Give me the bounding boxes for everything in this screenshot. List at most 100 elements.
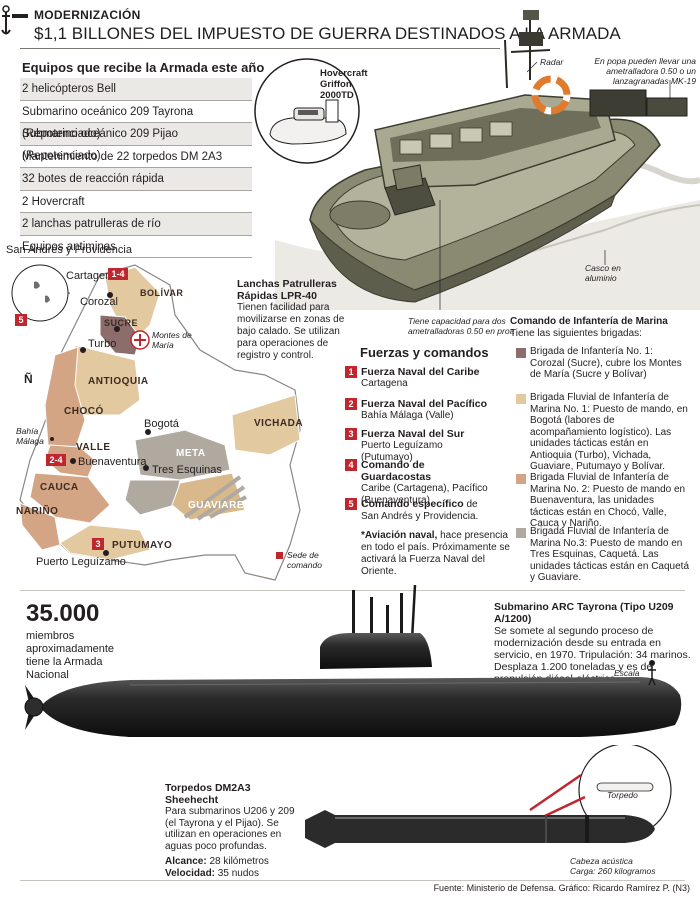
submarine-illustration xyxy=(24,585,682,737)
personnel-text: miembros aproximadamente tiene la Armada… xyxy=(26,630,115,681)
brigade-item: Brigada Fluvial de Infantería de Marina … xyxy=(516,472,690,530)
equipment-item: 2 helicópteros Bell xyxy=(20,78,252,101)
marker-1-4: 1-4 xyxy=(108,268,128,280)
fuerza-num: 5 xyxy=(345,498,357,510)
fuerza-name: Fuerza Naval del Caribe xyxy=(361,366,480,378)
fuerza-num: 2 xyxy=(345,398,357,410)
city-montes-maria: Montes de María xyxy=(152,330,192,350)
patrol-boat-illustration xyxy=(275,10,700,310)
city-tres-esquinas: Tres Esquinas xyxy=(152,464,222,476)
legend-swatch xyxy=(276,552,283,559)
brigade-item: Brigada Fluvial de Infantería de Marina … xyxy=(516,392,690,473)
dept-guaviare: GUAVIARE xyxy=(188,500,245,511)
hovercraft-label-line1: Hovercraft xyxy=(320,68,368,79)
brigade-swatch xyxy=(516,474,526,484)
equipment-item: 32 botes de reacción rápida xyxy=(20,168,252,191)
equipment-list: 2 helicópteros Bell Submarino oceánico 2… xyxy=(20,78,252,258)
dept-narino: NARIÑO xyxy=(16,506,59,517)
dept-bolivar: BOLÍVAR xyxy=(140,288,184,298)
north-indicator: Ñ xyxy=(24,372,33,386)
kicker: MODERNIZACIÓN xyxy=(34,8,141,22)
city-puerto-leguizamo: Puerto Leguízamo xyxy=(36,556,126,568)
fuerza-item: 1 Fuerza Naval del Caribe Cartagena xyxy=(345,366,495,390)
marker-2-4: 2-4 xyxy=(46,454,66,466)
fuerza-name: Fuerza Naval del Pacífico xyxy=(361,398,488,410)
equipment-item: Submarino oceánico 209 Pijao (Repotencia… xyxy=(20,123,252,162)
infanteria-header: Comando de Infantería de Marina Tiene la… xyxy=(510,316,690,340)
brigade-swatch xyxy=(516,394,526,404)
fuerza-location: de San Andrés y Providencia. xyxy=(361,499,479,522)
fuerzas-title: Fuerzas y comandos xyxy=(360,345,489,360)
islands-label: San Andrés y Providencia xyxy=(6,244,132,256)
header-bar xyxy=(12,14,28,18)
torpedo-inset-label: Torpedo xyxy=(607,790,638,800)
stern-note: En popa pueden llevar una ametralladora … xyxy=(594,56,696,86)
marker-3: 3 xyxy=(92,538,104,550)
dept-antioquia: ANTIOQUIA xyxy=(88,376,149,387)
aviation-note: *Aviación naval, hace presencia en todo … xyxy=(361,530,511,578)
torpedo-range: Alcance: 28 kilómetros xyxy=(165,856,295,868)
torpedo-speed: Velocidad: 35 nudos xyxy=(165,868,295,880)
marker-5: 5 xyxy=(15,314,27,326)
radar-label: Radar xyxy=(540,57,564,67)
brigade-text: Brigada de Infantería No. 1: Corozal (Su… xyxy=(530,346,682,380)
torpedo-illustration xyxy=(305,745,672,848)
fuerza-location: Cartagena xyxy=(361,378,408,389)
footer-credit: Fuente: Ministerio de Defensa. Gráfico: … xyxy=(433,883,690,893)
fuerza-location: Bahía Málaga (Valle) xyxy=(361,410,454,421)
torpedo-title: Torpedos DM2A3 Sheehecht xyxy=(165,782,251,806)
fuerza-num: 3 xyxy=(345,428,357,440)
fuerza-item: 2 Fuerza Naval del Pacífico Bahía Málaga… xyxy=(345,398,495,422)
fuerza-item: 5 Comando específico de San Andrés y Pro… xyxy=(345,498,495,523)
equipment-item: Mantenimiento de 22 torpedos DM 2A3 xyxy=(20,146,252,168)
equipment-title: Equipos que recibe la Armada este año xyxy=(22,60,265,75)
city-cartagena: Cartagena xyxy=(66,270,118,282)
fuerza-name: Comando específico xyxy=(361,498,464,510)
fuerza-location: Caribe (Cartagena), Pacífico (Buenaventu… xyxy=(361,483,488,506)
islands-inset xyxy=(11,264,70,322)
brigade-swatch xyxy=(516,348,526,358)
infanteria-subtitle: Tiene las siguientes brigadas: xyxy=(510,328,642,339)
fuerza-location: Puerto Leguízamo (Putumayo) xyxy=(361,440,443,463)
fuerza-name: Fuerza Naval del Sur xyxy=(361,428,465,440)
submarine-title: Submarino ARC Tayrona (Tipo U209 A/1200) xyxy=(494,601,674,625)
city-corozal: Corozal xyxy=(80,296,118,308)
header-rule xyxy=(20,48,500,49)
aviation-text: hace presencia en todo el país. Próximam… xyxy=(361,530,510,577)
brigade-text: Brigada Fluvial de Infantería de Marina … xyxy=(530,526,689,583)
brigade-text: Brigada Fluvial de Infantería de Marina … xyxy=(530,392,688,472)
hovercraft-inset xyxy=(254,58,360,164)
dept-vichada: VICHADA xyxy=(254,418,304,429)
torpedo-text: Para submarinos U206 y 209 (el Tayrona y… xyxy=(165,806,295,852)
fuerza-item: 3 Fuerza Naval del Sur Puerto Leguízamo … xyxy=(345,428,495,464)
submarine-block: Submarino ARC Tayrona (Tipo U209 A/1200)… xyxy=(494,601,694,685)
headline: $1,1 BILLONES DEL IMPUESTO DE GUERRA DES… xyxy=(34,24,621,43)
dept-sucre: SUCRE xyxy=(104,318,139,328)
lanchas-block: Lanchas Patrulleras Rápidas LPR-40 Tiene… xyxy=(237,278,347,362)
dept-putumayo: PUTUMAYO xyxy=(112,540,173,551)
city-bogota: Bogotá xyxy=(144,418,179,430)
lanchas-text: Tienen facilidad para movilizarse en zon… xyxy=(237,302,345,361)
brigade-swatch xyxy=(516,528,526,538)
personnel-number: 35.000 xyxy=(26,600,100,627)
torpedo-speed-value: 35 nudos xyxy=(215,867,259,879)
dept-valle: VALLE xyxy=(76,442,111,453)
dept-choco: CHOCÓ xyxy=(64,406,104,417)
colombia-map xyxy=(19,264,301,581)
brigade-text: Brigada Fluvial de Infantería de Marina … xyxy=(530,472,686,529)
fuerza-item: 4 Comando de Guardacostas Caribe (Cartag… xyxy=(345,459,495,507)
equipment-item: 2 Hovercraft xyxy=(20,191,252,213)
footer-rule xyxy=(20,880,685,881)
torpedo-range-label: Alcance: xyxy=(165,856,207,867)
torpedo-speed-label: Velocidad: xyxy=(165,867,216,879)
torpedo-head-line1: Cabeza acústica xyxy=(570,856,633,866)
equipment-item: Equipos antiminas xyxy=(20,236,252,258)
submarine-text: Se somete al segundo proceso de moderniz… xyxy=(494,625,691,685)
map-legend: Sede de comando xyxy=(287,550,322,570)
fuerza-name: Comando de Guardacostas xyxy=(361,459,432,483)
equipment-item: Submarino oceánico 209 Tayrona (Repotenc… xyxy=(20,101,252,140)
fuerza-num: 1 xyxy=(345,366,357,378)
equipment-item: 2 lanchas patrulleras de río xyxy=(20,213,252,236)
hovercraft-label: Hovercraft Griffon 2000TD xyxy=(320,68,380,101)
bow-note: Tiene capacidad para dos ametralladoras … xyxy=(408,316,515,336)
